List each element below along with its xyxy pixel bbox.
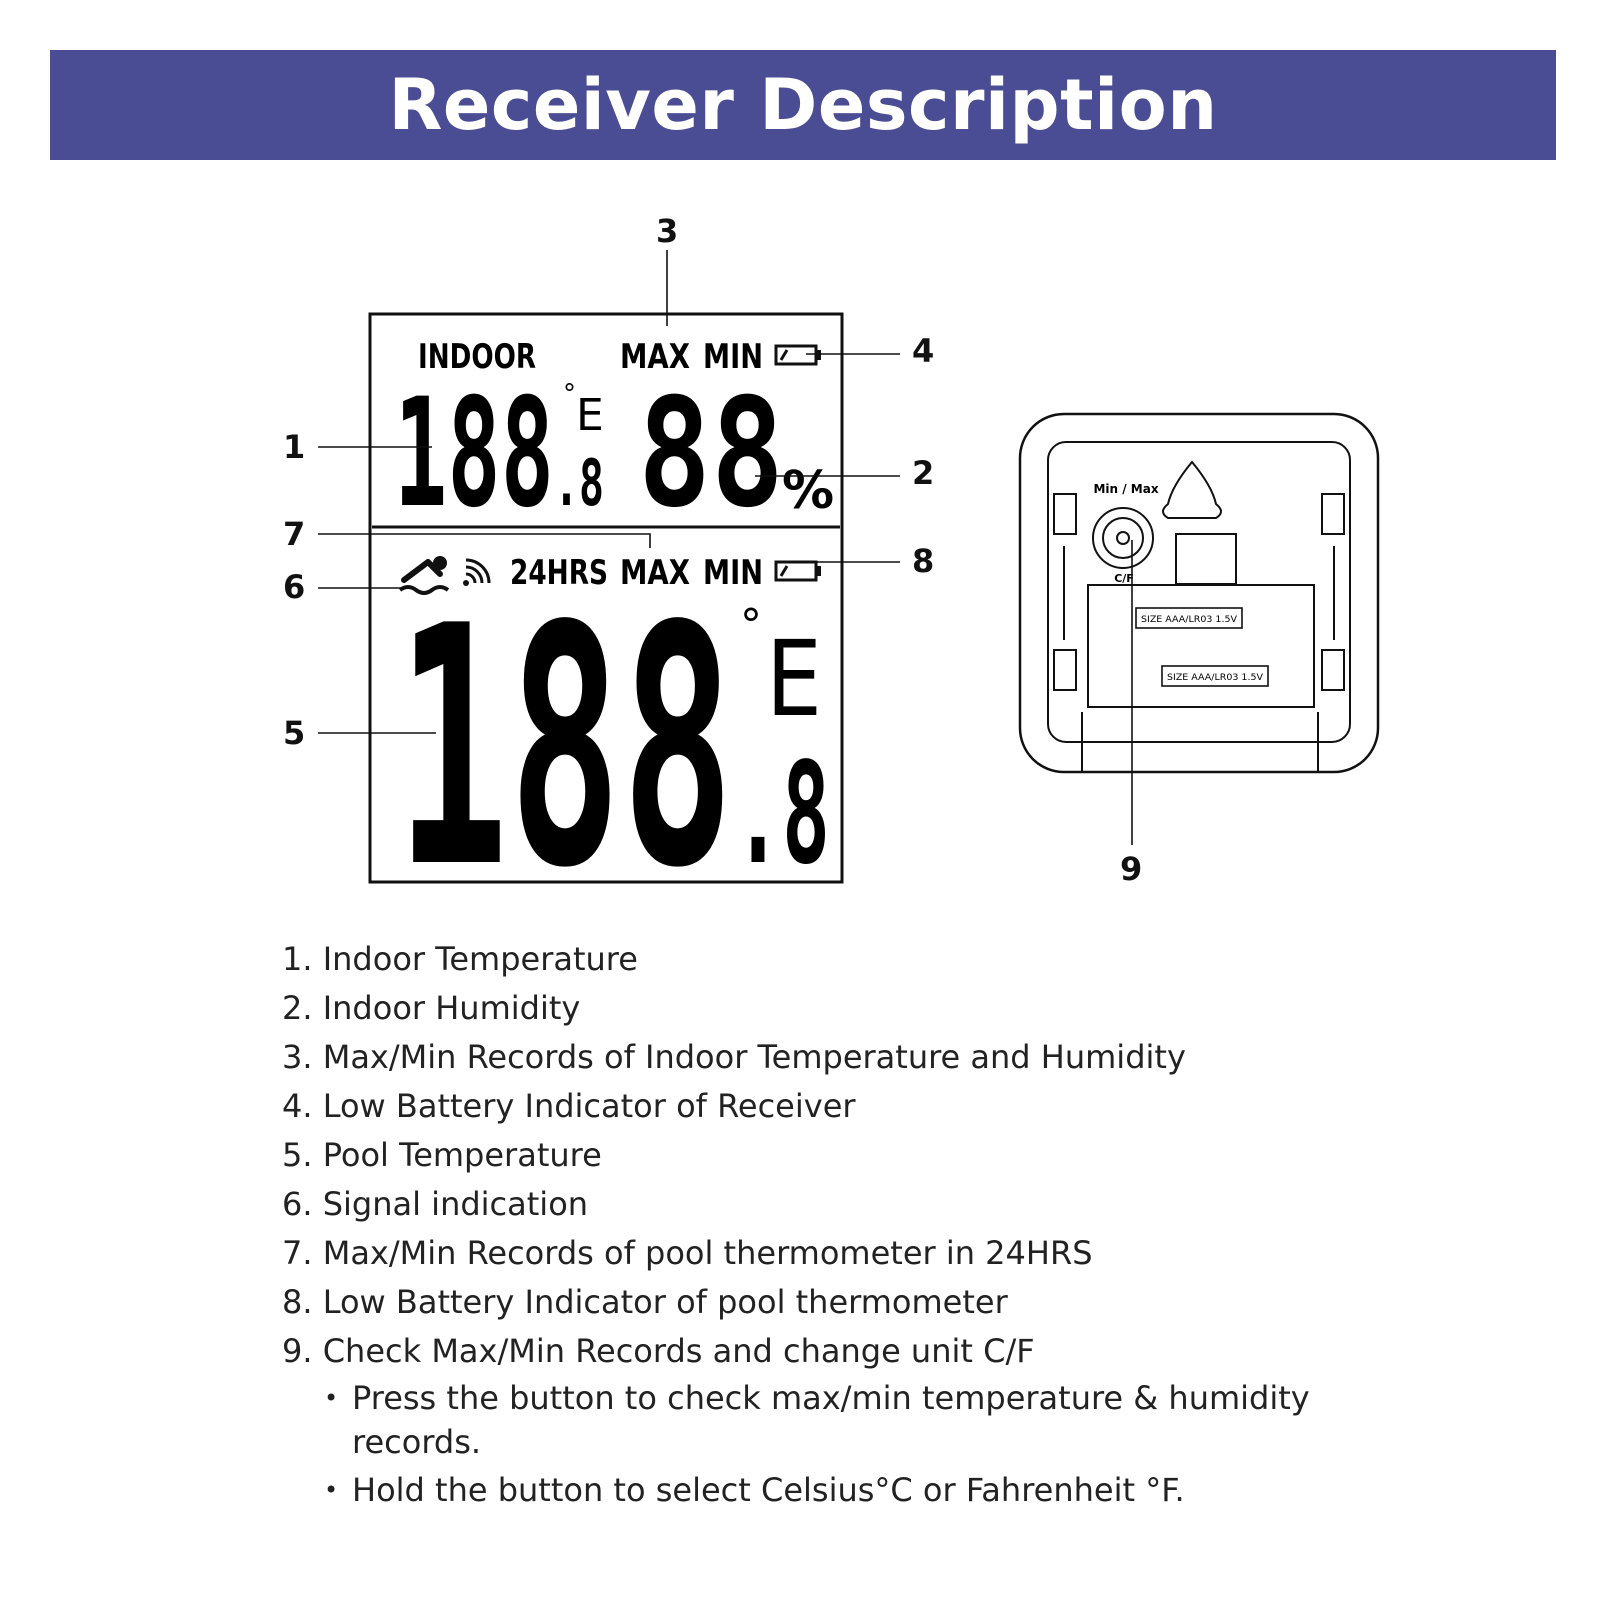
indoor-temp-decimal: .8 (554, 447, 604, 521)
legend-item: 9. Check Max/Min Records and change unit… (282, 1332, 1035, 1370)
lcd-indoor-label: INDOOR (418, 337, 536, 377)
legend-item: 1. Indoor Temperature (282, 940, 638, 978)
callout-2: 2 (912, 454, 934, 492)
legend-sub-item: Press the button to check max/min temper… (282, 1376, 1332, 1464)
legend-item: 2. Indoor Humidity (282, 989, 581, 1027)
legend-list: 1. Indoor Temperature 2. Indoor Humidity… (282, 935, 1402, 1512)
title-banner: Receiver Description (50, 50, 1556, 160)
legend-item: 8. Low Battery Indicator of pool thermom… (282, 1283, 1008, 1321)
battery-icon-pool (774, 560, 821, 582)
pool-temp-unit: E (766, 618, 822, 740)
battery-slot-1-label: SIZE AAA/LR03 1.5V (1141, 615, 1238, 625)
callout-7: 7 (283, 515, 305, 553)
legend-sub-list: Press the button to check max/min temper… (282, 1376, 1402, 1512)
indoor-temp-unit: E (576, 390, 604, 441)
legend-item: 5. Pool Temperature (282, 1136, 602, 1174)
pool-temp-digits: 188 (396, 556, 734, 920)
min-max-button[interactable] (1092, 507, 1154, 569)
callout-5: 5 (283, 714, 305, 752)
page-title: Receiver Description (388, 64, 1218, 146)
legend-item: 3. Max/Min Records of Indoor Temperature… (282, 1038, 1186, 1076)
lcd-24hrs-label: 24HRS (510, 553, 608, 593)
legend-item: 7. Max/Min Records of pool thermometer i… (282, 1234, 1093, 1272)
signal-icon (463, 558, 491, 586)
back-panel: SIZE AAA/LR03 1.5V SIZE AAA/LR03 1.5V (1018, 412, 1380, 774)
pool-temp-degree: ° (740, 600, 762, 651)
humidity-percent-sign: % (782, 461, 834, 521)
indoor-humidity-digits: 88 (638, 367, 784, 541)
battery-icon-receiver (774, 344, 821, 366)
lcd-min-label: MIN (703, 337, 763, 377)
indoor-temp-degree: ° (563, 379, 576, 409)
callout-9: 9 (1120, 850, 1142, 888)
callout-4: 4 (912, 332, 934, 370)
callout-8: 8 (912, 542, 934, 580)
receiver-diagram: INDOOR MAX MIN 188 .8 ° E 88 % 24HRS MAX… (283, 212, 1380, 920)
pool-max-label: MAX (620, 553, 690, 593)
callout-3: 3 (656, 212, 678, 250)
pool-min-label: MIN (703, 553, 763, 593)
lcd-max-label: MAX (620, 337, 690, 377)
min-max-button-label: Min / Max (1093, 482, 1158, 496)
legend-sub-item: Hold the button to select Celsius°C or F… (282, 1468, 1402, 1512)
pool-temp-decimal: .8 (734, 733, 830, 896)
indoor-temp-digits: 188 (394, 367, 554, 541)
swimmer-icon (398, 556, 450, 595)
legend-item: 6. Signal indication (282, 1185, 589, 1223)
battery-slot-2-label: SIZE AAA/LR03 1.5V (1167, 673, 1264, 683)
lcd-frame (368, 312, 844, 884)
callout-1: 1 (283, 428, 305, 466)
legend-item: 4. Low Battery Indicator of Receiver (282, 1087, 856, 1125)
cf-unit-label: C/F (1114, 572, 1134, 585)
callout-6: 6 (283, 568, 305, 606)
callout-lines (318, 250, 1133, 845)
